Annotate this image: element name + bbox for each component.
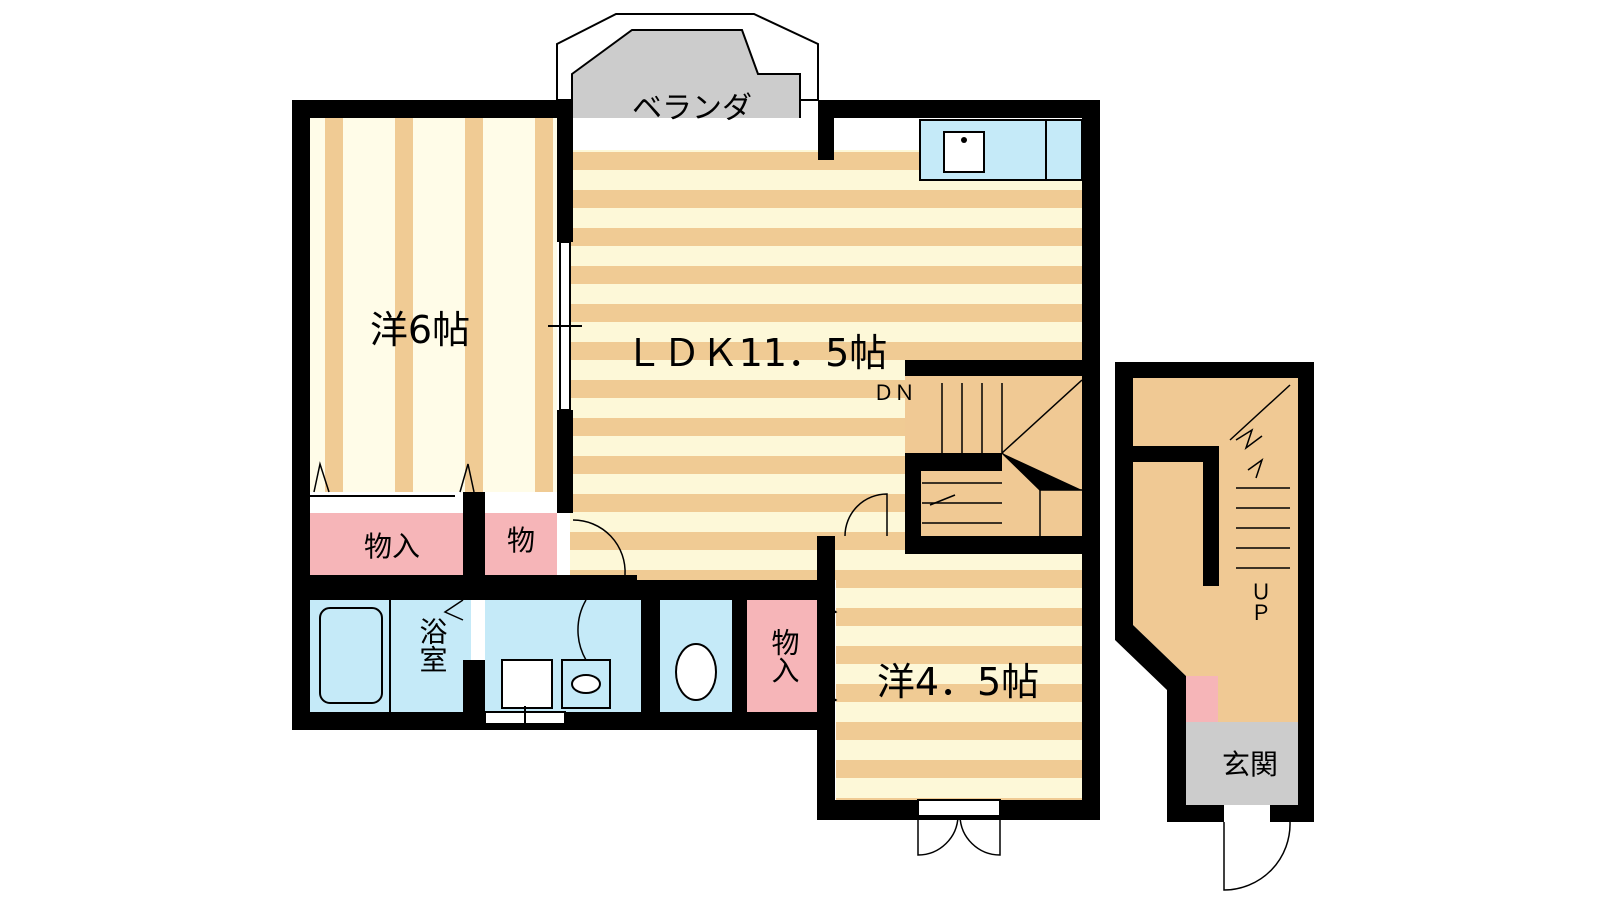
- washing-machine-icon: [501, 659, 553, 709]
- entrance-floor: [1186, 722, 1298, 805]
- stairs-up-label: ＵＰ: [1248, 581, 1272, 623]
- western-room-6-label: 洋6帖: [370, 308, 470, 352]
- bathroom: [309, 600, 471, 712]
- walls: [292, 100, 1100, 820]
- toilet-room: [660, 600, 732, 712]
- bath-label: 浴室: [416, 617, 449, 673]
- door-swings: [310, 461, 1291, 891]
- stairs-down-label: ＤＮ: [873, 381, 915, 405]
- western-room-45-floor: [836, 560, 1082, 800]
- storage-small-label: 物: [507, 524, 535, 557]
- entrance-annex: [1133, 378, 1298, 805]
- staircase-down: [905, 373, 1083, 543]
- western-room-45-label: 洋4．5帖: [877, 660, 1039, 704]
- toilet-icon: [675, 643, 717, 701]
- ldk-label: ＬＤＫ11．5帖: [625, 331, 888, 375]
- bathtub-icon: [319, 607, 383, 704]
- storage-closet-small: [485, 513, 557, 575]
- entrance-label: 玄関: [1222, 748, 1278, 781]
- storage-vertical-label: 物入: [768, 628, 801, 684]
- washroom: [485, 599, 641, 712]
- kitchen-sink-icon: [919, 119, 1083, 181]
- storage-closet-vertical: [747, 600, 819, 712]
- storage-closet-large: [309, 513, 463, 575]
- western-room-6-floor: [309, 118, 557, 492]
- storage-large-label: 物入: [364, 530, 420, 563]
- window-marks: [484, 241, 1001, 817]
- veranda-label: ベランダ: [632, 91, 752, 126]
